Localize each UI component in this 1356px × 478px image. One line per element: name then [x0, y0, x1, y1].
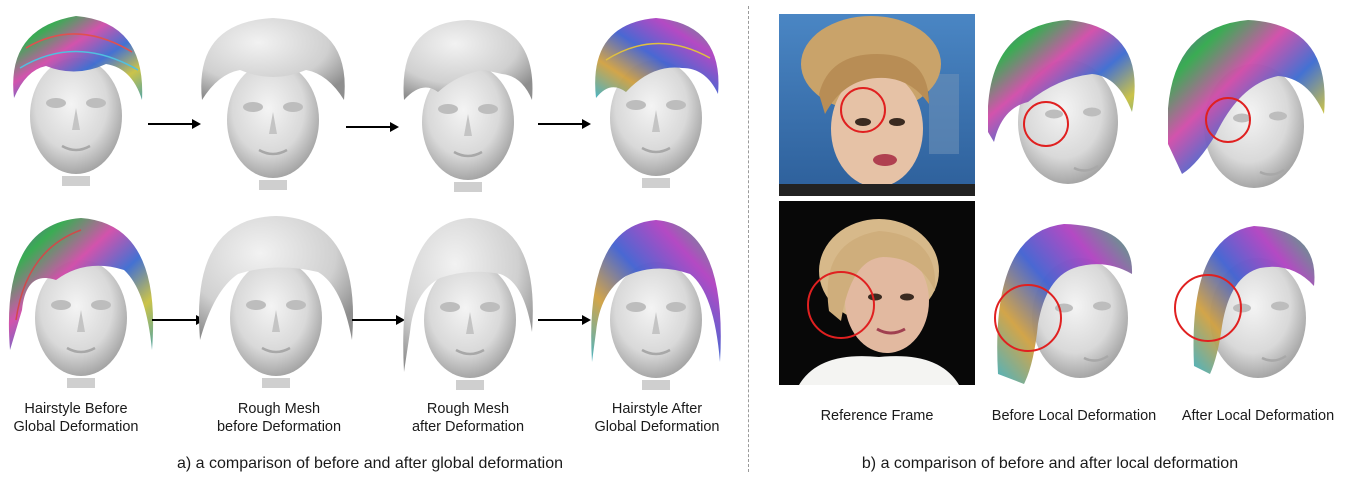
label-before-local: Before Local Deformation: [982, 407, 1166, 425]
rough-mesh-before-2: [196, 210, 356, 395]
arrow-icon: [344, 120, 400, 134]
hairstyle-after-head-2: [586, 212, 726, 397]
arrow-icon: [536, 313, 592, 327]
hairstyle-before-head-2: [6, 210, 156, 395]
reference-photo-2: [779, 201, 975, 385]
rough-mesh-after-1: [398, 14, 538, 199]
rough-mesh-before-1: [198, 12, 348, 197]
hairstyle-before-head-1: [6, 8, 146, 193]
arrow-icon: [350, 313, 406, 327]
hairstyle-after-head-1: [586, 10, 726, 195]
label-reference-frame: Reference Frame: [780, 407, 974, 425]
caption-panel-b: b) a comparison of before and after loca…: [780, 455, 1320, 473]
before-local-head-2: [994, 214, 1144, 398]
label-after-local: After Local Deformation: [1166, 407, 1350, 425]
rough-mesh-after-2: [400, 212, 540, 397]
after-local-head-1: [1168, 14, 1328, 204]
after-local-head-2: [1174, 216, 1324, 400]
reference-photo-1: [779, 14, 975, 196]
panel-divider: [748, 6, 749, 472]
arrow-icon: [536, 117, 592, 131]
before-local-head-1: [988, 12, 1138, 202]
caption-panel-a: a) a comparison of before and after glob…: [80, 455, 660, 473]
arrow-icon: [146, 117, 202, 131]
